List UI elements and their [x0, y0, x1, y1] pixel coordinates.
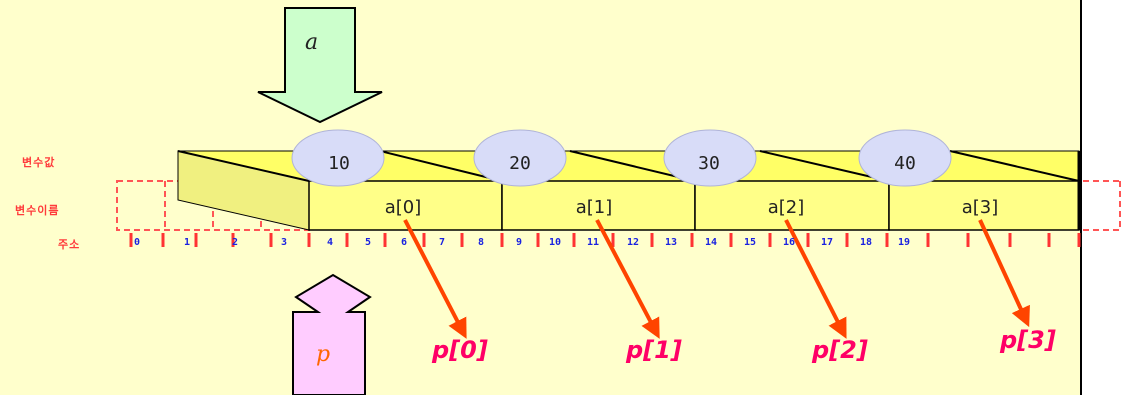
address-label-2: 2 — [231, 237, 239, 248]
address-label-19: 19 — [897, 237, 911, 248]
address-label-13: 13 — [664, 237, 678, 248]
address-label-12: 12 — [626, 237, 640, 248]
address-label-8: 8 — [477, 237, 485, 248]
top-edge-line — [949, 150, 1080, 182]
cell-name-2: a[2] — [767, 197, 805, 218]
address-label-11: 11 — [586, 237, 600, 248]
top-edge-line — [177, 150, 310, 182]
address-label-10: 10 — [548, 237, 562, 248]
top-edge-line — [759, 150, 890, 182]
address-label-9: 9 — [515, 237, 523, 248]
value-bubble-2 — [663, 129, 757, 187]
pointer-label-3: p[3] — [1000, 326, 1056, 354]
cell-value-0: 10 — [328, 153, 350, 174]
address-label-17: 17 — [820, 237, 834, 248]
pointer-var-arrow — [292, 273, 372, 396]
pointer-label-0: p[0] — [432, 336, 488, 364]
cell-value-3: 40 — [894, 153, 916, 174]
address-label-14: 14 — [704, 237, 718, 248]
address-label-1: 1 — [183, 237, 191, 248]
address-label-4: 4 — [326, 237, 334, 248]
address-label-6: 6 — [400, 237, 408, 248]
pointer-var-label: p — [316, 342, 331, 367]
address-label-3: 3 — [280, 237, 288, 248]
value-row-label: 변수값 — [22, 156, 56, 169]
address-label-5: 5 — [364, 237, 372, 248]
pointer-label-1: p[1] — [626, 336, 682, 364]
cell-value-1: 20 — [509, 153, 531, 174]
array-var-label: a — [305, 30, 319, 55]
array-cell-3 — [888, 180, 1080, 231]
pointer-line-3 — [978, 219, 1030, 328]
pointer-line-0 — [403, 219, 467, 339]
name-row-label: 변수이름 — [15, 204, 60, 217]
address-row-label: 주소 — [58, 238, 81, 251]
address-label-15: 15 — [743, 237, 757, 248]
address-label-0: 0 — [133, 237, 141, 248]
top-edge-line — [379, 150, 503, 182]
cell-value-2: 30 — [698, 153, 720, 174]
address-label-7: 7 — [438, 237, 446, 248]
cell-name-1: a[1] — [575, 197, 613, 218]
pointer-line-2 — [784, 219, 847, 339]
value-bubble-0 — [291, 129, 385, 187]
cell-name-3: a[3] — [961, 197, 999, 218]
address-label-16: 16 — [782, 237, 796, 248]
address-label-18: 18 — [859, 237, 873, 248]
empty-slot-right — [1083, 180, 1121, 231]
value-bubble-3 — [858, 129, 952, 187]
pointer-line-1 — [595, 219, 660, 339]
value-bubble-1 — [473, 129, 567, 187]
array-var-arrow — [257, 7, 383, 124]
pointer-label-2: p[2] — [812, 336, 868, 364]
cell-name-0: a[0] — [384, 197, 422, 218]
